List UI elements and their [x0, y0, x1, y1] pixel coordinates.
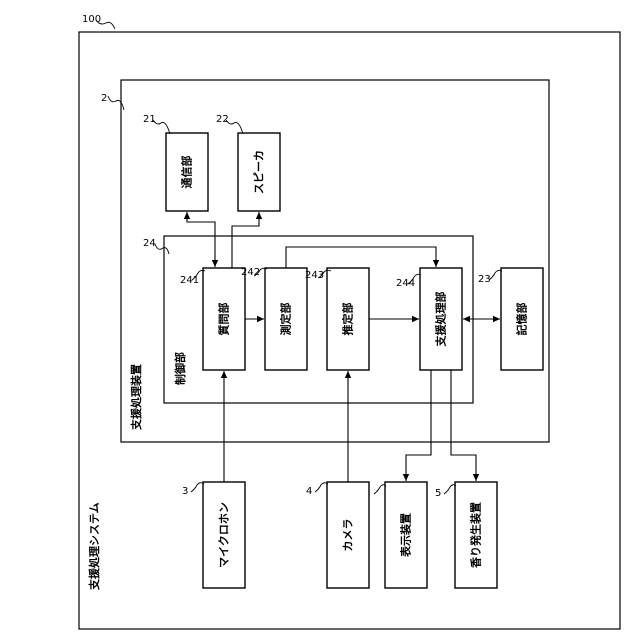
speaker-ref: 22: [216, 114, 229, 125]
measure-label: 測定部: [279, 303, 293, 336]
support-scent-link: [451, 370, 476, 481]
support-label: 支援処理部: [434, 292, 448, 348]
system-label: 支援処理システム: [87, 502, 101, 591]
camera-ref-leader: [315, 483, 328, 492]
controller-ref: 24: [143, 238, 156, 249]
display-label: 表示装置: [399, 513, 413, 558]
camera-label: カメラ: [342, 519, 355, 552]
device-label: 支援処理装置: [129, 364, 143, 431]
storage-ref: 23: [478, 274, 491, 285]
support-display-link: [406, 370, 431, 481]
communication-label: 通信部: [180, 156, 194, 189]
scent-ref-leader: [444, 485, 456, 494]
controller-label: 制御部: [173, 352, 187, 385]
question-ref: 241: [180, 275, 199, 286]
scent-label: 香り発生装置: [469, 502, 483, 569]
microphone-label: マイクロホン: [218, 502, 231, 568]
storage-label: 記憶部: [515, 303, 529, 336]
communication-ref: 21: [143, 114, 156, 125]
measure-support-link: [286, 247, 436, 268]
microphone-ref-leader: [191, 483, 204, 492]
speaker-label: スピーカ: [253, 150, 266, 194]
microphone-ref: 3: [182, 486, 188, 497]
display-ref-leader: [374, 485, 386, 494]
estimate-ref: 243: [305, 270, 324, 281]
device-ref: 2: [101, 93, 107, 104]
support-ref: 244: [396, 278, 415, 289]
communication-question-link: [187, 212, 215, 267]
estimate-label: 推定部: [341, 303, 355, 336]
storage-ref-leader: [489, 270, 502, 280]
question-speaker-link: [232, 212, 259, 268]
controller-ref-leader: [155, 244, 169, 254]
camera-ref: 4: [306, 486, 312, 497]
system-ref: 100: [82, 14, 101, 25]
question-label: 質問部: [217, 303, 231, 336]
measure-ref: 242: [241, 267, 260, 278]
scent-ref: 5: [435, 488, 441, 499]
